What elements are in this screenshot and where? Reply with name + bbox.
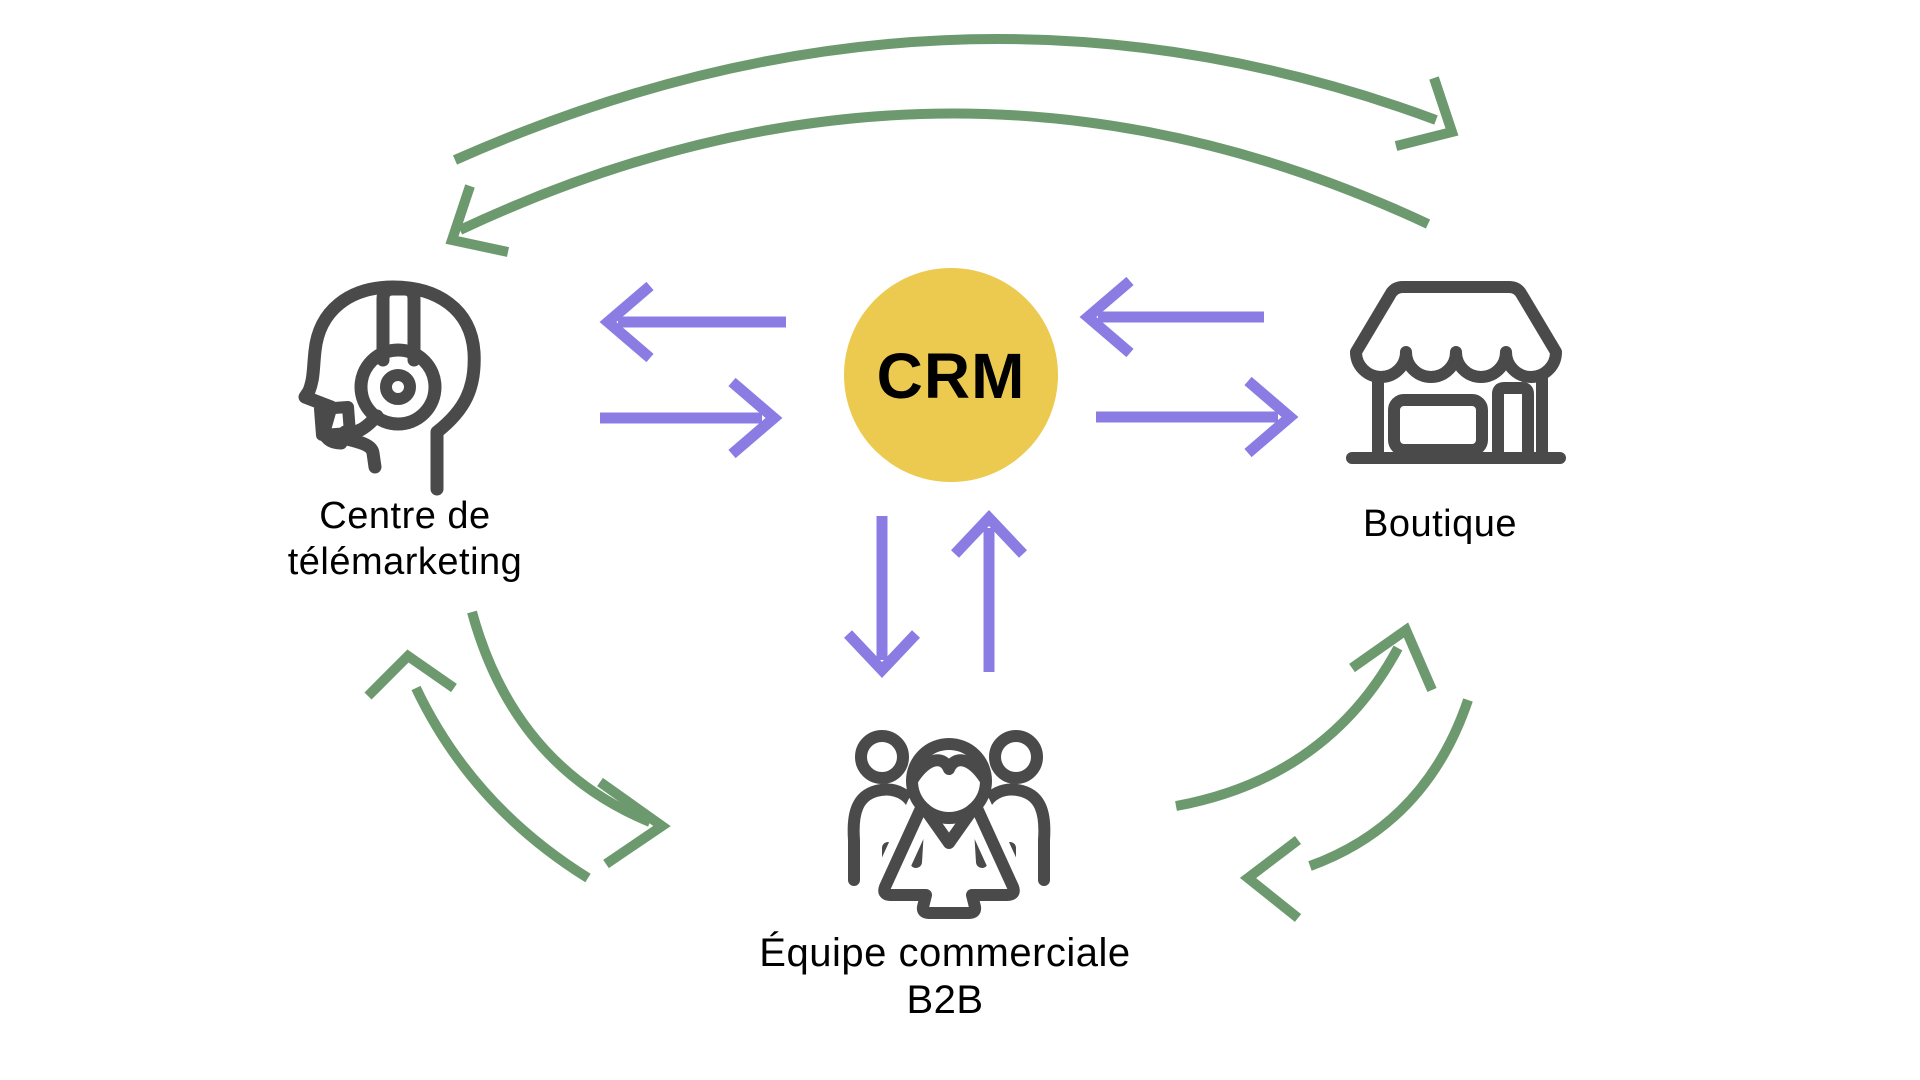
- node-labels: Centre de télémarketing Boutique Équipe …: [288, 495, 1517, 1022]
- arc-telemarketing-to-boutique: [452, 34, 1459, 165]
- team-center-neckline: [919, 803, 979, 849]
- store-window: [1388, 394, 1488, 456]
- green-exchange-arrows: [364, 34, 1473, 922]
- arc-team-to-boutique: [1175, 622, 1437, 811]
- headset-mic-stand: [340, 432, 382, 474]
- arrow-crm-to-team: [844, 516, 920, 679]
- store-door: [1492, 382, 1534, 464]
- arrow-boutique-to-crm: [1079, 276, 1264, 358]
- crm-circle: [844, 268, 1058, 482]
- arc-telemarketing-to-team: [467, 610, 671, 869]
- team-right-head: [989, 730, 1043, 784]
- crm-node: CRM: [844, 268, 1058, 482]
- arrowhead-right-icon: [1394, 76, 1459, 151]
- arc-team-to-telemarketing: [364, 649, 591, 883]
- arrowhead-right-icon: [728, 377, 783, 459]
- storefront-icon: [1346, 281, 1566, 464]
- headset-band: [376, 282, 421, 367]
- arrowhead-downleft-icon: [1239, 836, 1302, 922]
- team-left-head: [855, 730, 909, 784]
- headset-mic: [314, 401, 356, 441]
- arrowhead-left-icon: [599, 281, 654, 363]
- headset-earcup-dot: [380, 369, 416, 405]
- team-center-dress: [878, 800, 1020, 919]
- node-icons: [298, 280, 1566, 928]
- arrowhead-right-icon: [1244, 376, 1299, 458]
- arrowhead-left-icon: [445, 184, 510, 257]
- headset-earcup: [354, 343, 442, 431]
- arrowhead-up-icon: [951, 509, 1027, 558]
- arrowhead-upright-icon: [1349, 622, 1437, 692]
- arrowhead-down-icon: [844, 630, 920, 679]
- headset-agent-icon: [298, 280, 481, 496]
- arrow-team-to-crm: [951, 509, 1027, 672]
- team-center-hair: [907, 754, 991, 785]
- boutique-label: Boutique: [1363, 503, 1517, 545]
- b2b-team-label-line2: B2B: [906, 978, 983, 1022]
- purple-crm-arrows: [599, 276, 1299, 679]
- telemarketing-label-line2: télémarketing: [288, 541, 523, 583]
- arrow-telemarketing-to-crm: [600, 377, 783, 459]
- store-awning: [1350, 281, 1562, 383]
- b2b-team-label-line1: Équipe commerciale: [759, 930, 1130, 975]
- arrow-crm-to-telemarketing: [599, 281, 786, 363]
- team-icon: [847, 730, 1051, 928]
- telemarketing-label-line1: Centre de: [319, 495, 490, 537]
- crm-node-label: CRM: [877, 340, 1026, 412]
- arrowhead-left-icon: [1079, 276, 1134, 358]
- arc-boutique-to-team: [1239, 698, 1473, 922]
- arrowhead-downright-icon: [597, 777, 671, 869]
- arc-boutique-to-telemarketing: [445, 108, 1431, 257]
- arrow-crm-to-boutique: [1096, 376, 1299, 458]
- arrowhead-upleft-icon: [364, 649, 457, 700]
